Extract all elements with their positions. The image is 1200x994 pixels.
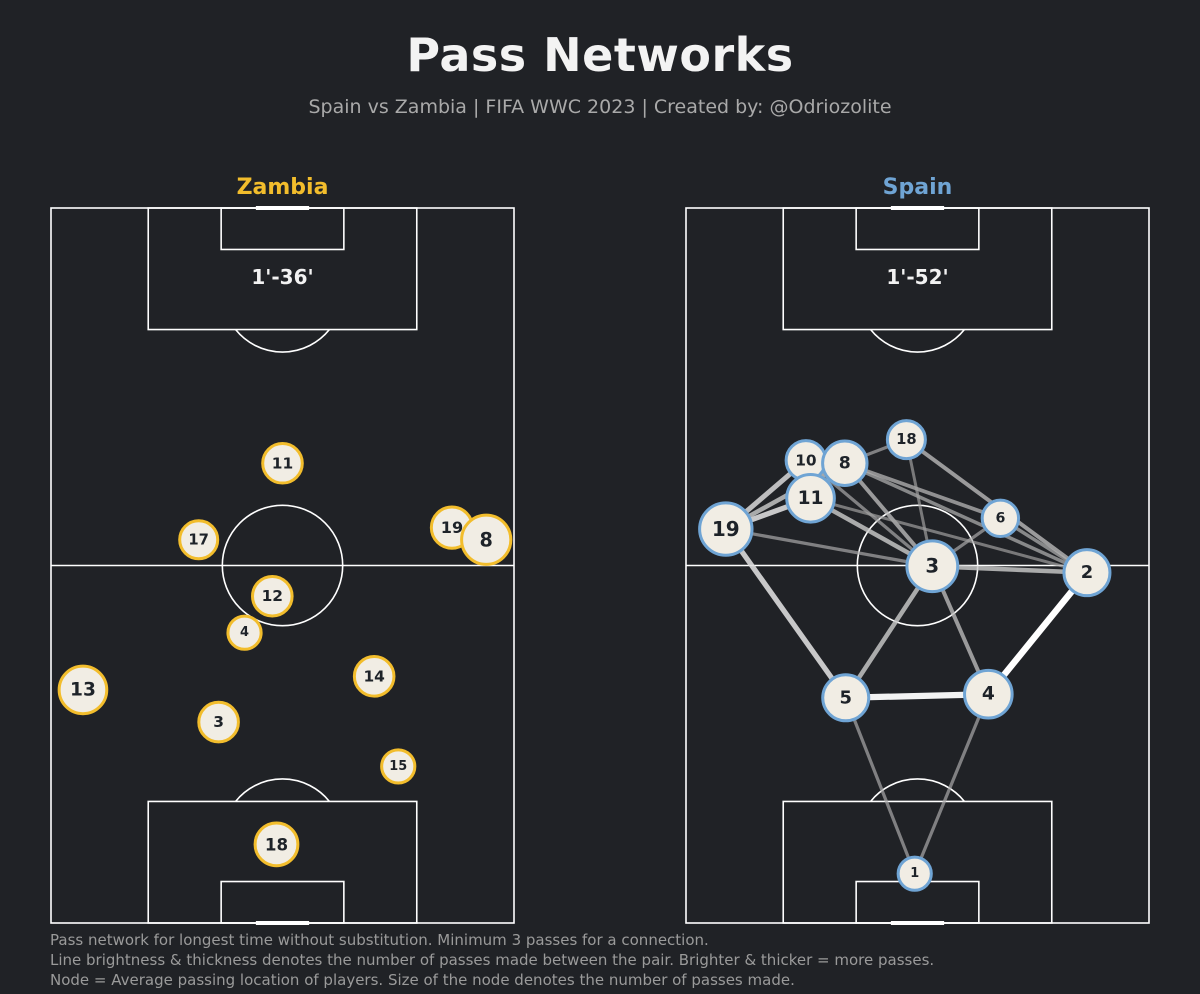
zambia-player-label-19: 19 <box>441 518 463 537</box>
note-line-3: Node = Average passing location of playe… <box>50 971 795 989</box>
zambia-player-label-13: 13 <box>70 679 96 700</box>
spain-team-title: Spain <box>883 175 953 200</box>
spain-player-label-6: 6 <box>995 510 1005 526</box>
zambia-player-node-15 <box>380 748 417 785</box>
zambia-player-node-17 <box>178 519 220 561</box>
spain-player-label-10: 10 <box>795 451 816 469</box>
zambia-nodes: 11 17 19 8 12 4 14 13 3 15 18 <box>57 441 513 868</box>
spain-player-node-11 <box>785 472 836 524</box>
zambia-player-node-4 <box>226 614 263 651</box>
spain-player-label-1: 1 <box>910 866 919 881</box>
spain-time-window-label: 1'-52' <box>886 265 948 289</box>
spain-pass-edge-4-2 <box>985 569 1091 698</box>
spain-player-label-8: 8 <box>839 453 851 473</box>
spain-pass-edge-19-5 <box>723 526 849 701</box>
zambia-player-label-15: 15 <box>389 759 407 774</box>
zambia-player-label-3: 3 <box>213 713 224 731</box>
zambia-player-node-14 <box>352 655 396 698</box>
spain-center-circle <box>856 504 979 627</box>
spain-player-node-5 <box>821 673 871 723</box>
page-subtitle: Spain vs Zambia | FIFA WWC 2023 | Create… <box>308 96 892 118</box>
zambia-player-node-11 <box>261 441 304 485</box>
zambia-player-label-12: 12 <box>262 587 283 605</box>
zambia-center-circle <box>221 504 344 627</box>
zambia-player-label-14: 14 <box>363 667 384 685</box>
spain-goal-area-top <box>855 207 980 251</box>
spain-player-node-4 <box>963 668 1014 720</box>
spain-penalty-arc-top <box>869 329 966 353</box>
spain-pass-edge-11-2 <box>809 496 1089 575</box>
spain-player-node-19 <box>698 501 754 557</box>
zambia-player-node-13 <box>57 664 109 716</box>
spain-player-node-2 <box>1062 548 1112 598</box>
spain-player-label-19: 19 <box>712 517 740 541</box>
zambia-player-label-11: 11 <box>272 454 293 472</box>
zambia-team-title: Zambia <box>237 175 329 200</box>
zambia-player-node-12 <box>251 574 294 618</box>
spain-edges <box>723 437 1091 876</box>
note-line-2: Line brightness & thickness denotes the … <box>50 951 935 969</box>
spain-player-node-18 <box>885 419 927 461</box>
spain-player-node-1 <box>896 855 933 892</box>
zambia-player-node-3 <box>197 700 240 744</box>
chart-notes: Pass network for longest time without su… <box>50 930 934 990</box>
zambia-player-label-17: 17 <box>188 531 209 548</box>
zambia-player-label-18: 18 <box>265 834 288 854</box>
spain-player-label-18: 18 <box>896 431 917 448</box>
spain-player-label-3: 3 <box>925 555 939 578</box>
zambia-goal-area-top <box>220 207 345 251</box>
spain-player-node-6 <box>980 498 1021 539</box>
zambia-pitch-group: Zambia 1'-36' 11 17 19 8 12 4 14 13 3 15 18 <box>50 175 515 925</box>
zambia-player-label-4: 4 <box>240 625 249 640</box>
page-title: Pass Networks <box>406 28 794 82</box>
zambia-goal-area-bottom <box>220 880 345 924</box>
spain-player-label-11: 11 <box>798 488 824 509</box>
spain-pass-edge-4-1 <box>913 692 990 876</box>
spain-player-node-3 <box>905 539 960 594</box>
spain-pass-edge-5-1 <box>844 696 917 876</box>
zambia-penalty-arc-bottom <box>234 778 331 802</box>
spain-pass-edge-8-6 <box>842 461 1003 521</box>
zambia-player-label-8: 8 <box>480 528 493 551</box>
zambia-player-node-8 <box>460 513 513 566</box>
spain-player-label-2: 2 <box>1081 562 1093 583</box>
zambia-penalty-arc-top <box>234 329 331 353</box>
spain-player-label-5: 5 <box>840 687 852 708</box>
spain-player-node-8 <box>821 439 869 487</box>
zambia-time-window-label: 1'-36' <box>251 265 313 289</box>
spain-pass-edge-19-3 <box>724 527 934 568</box>
zambia-player-node-18 <box>253 821 300 868</box>
note-line-1: Pass network for longest time without su… <box>50 931 709 949</box>
spain-player-label-4: 4 <box>982 684 995 705</box>
spain-penalty-arc-bottom <box>869 778 966 802</box>
spain-pass-edge-8-2 <box>843 461 1089 575</box>
